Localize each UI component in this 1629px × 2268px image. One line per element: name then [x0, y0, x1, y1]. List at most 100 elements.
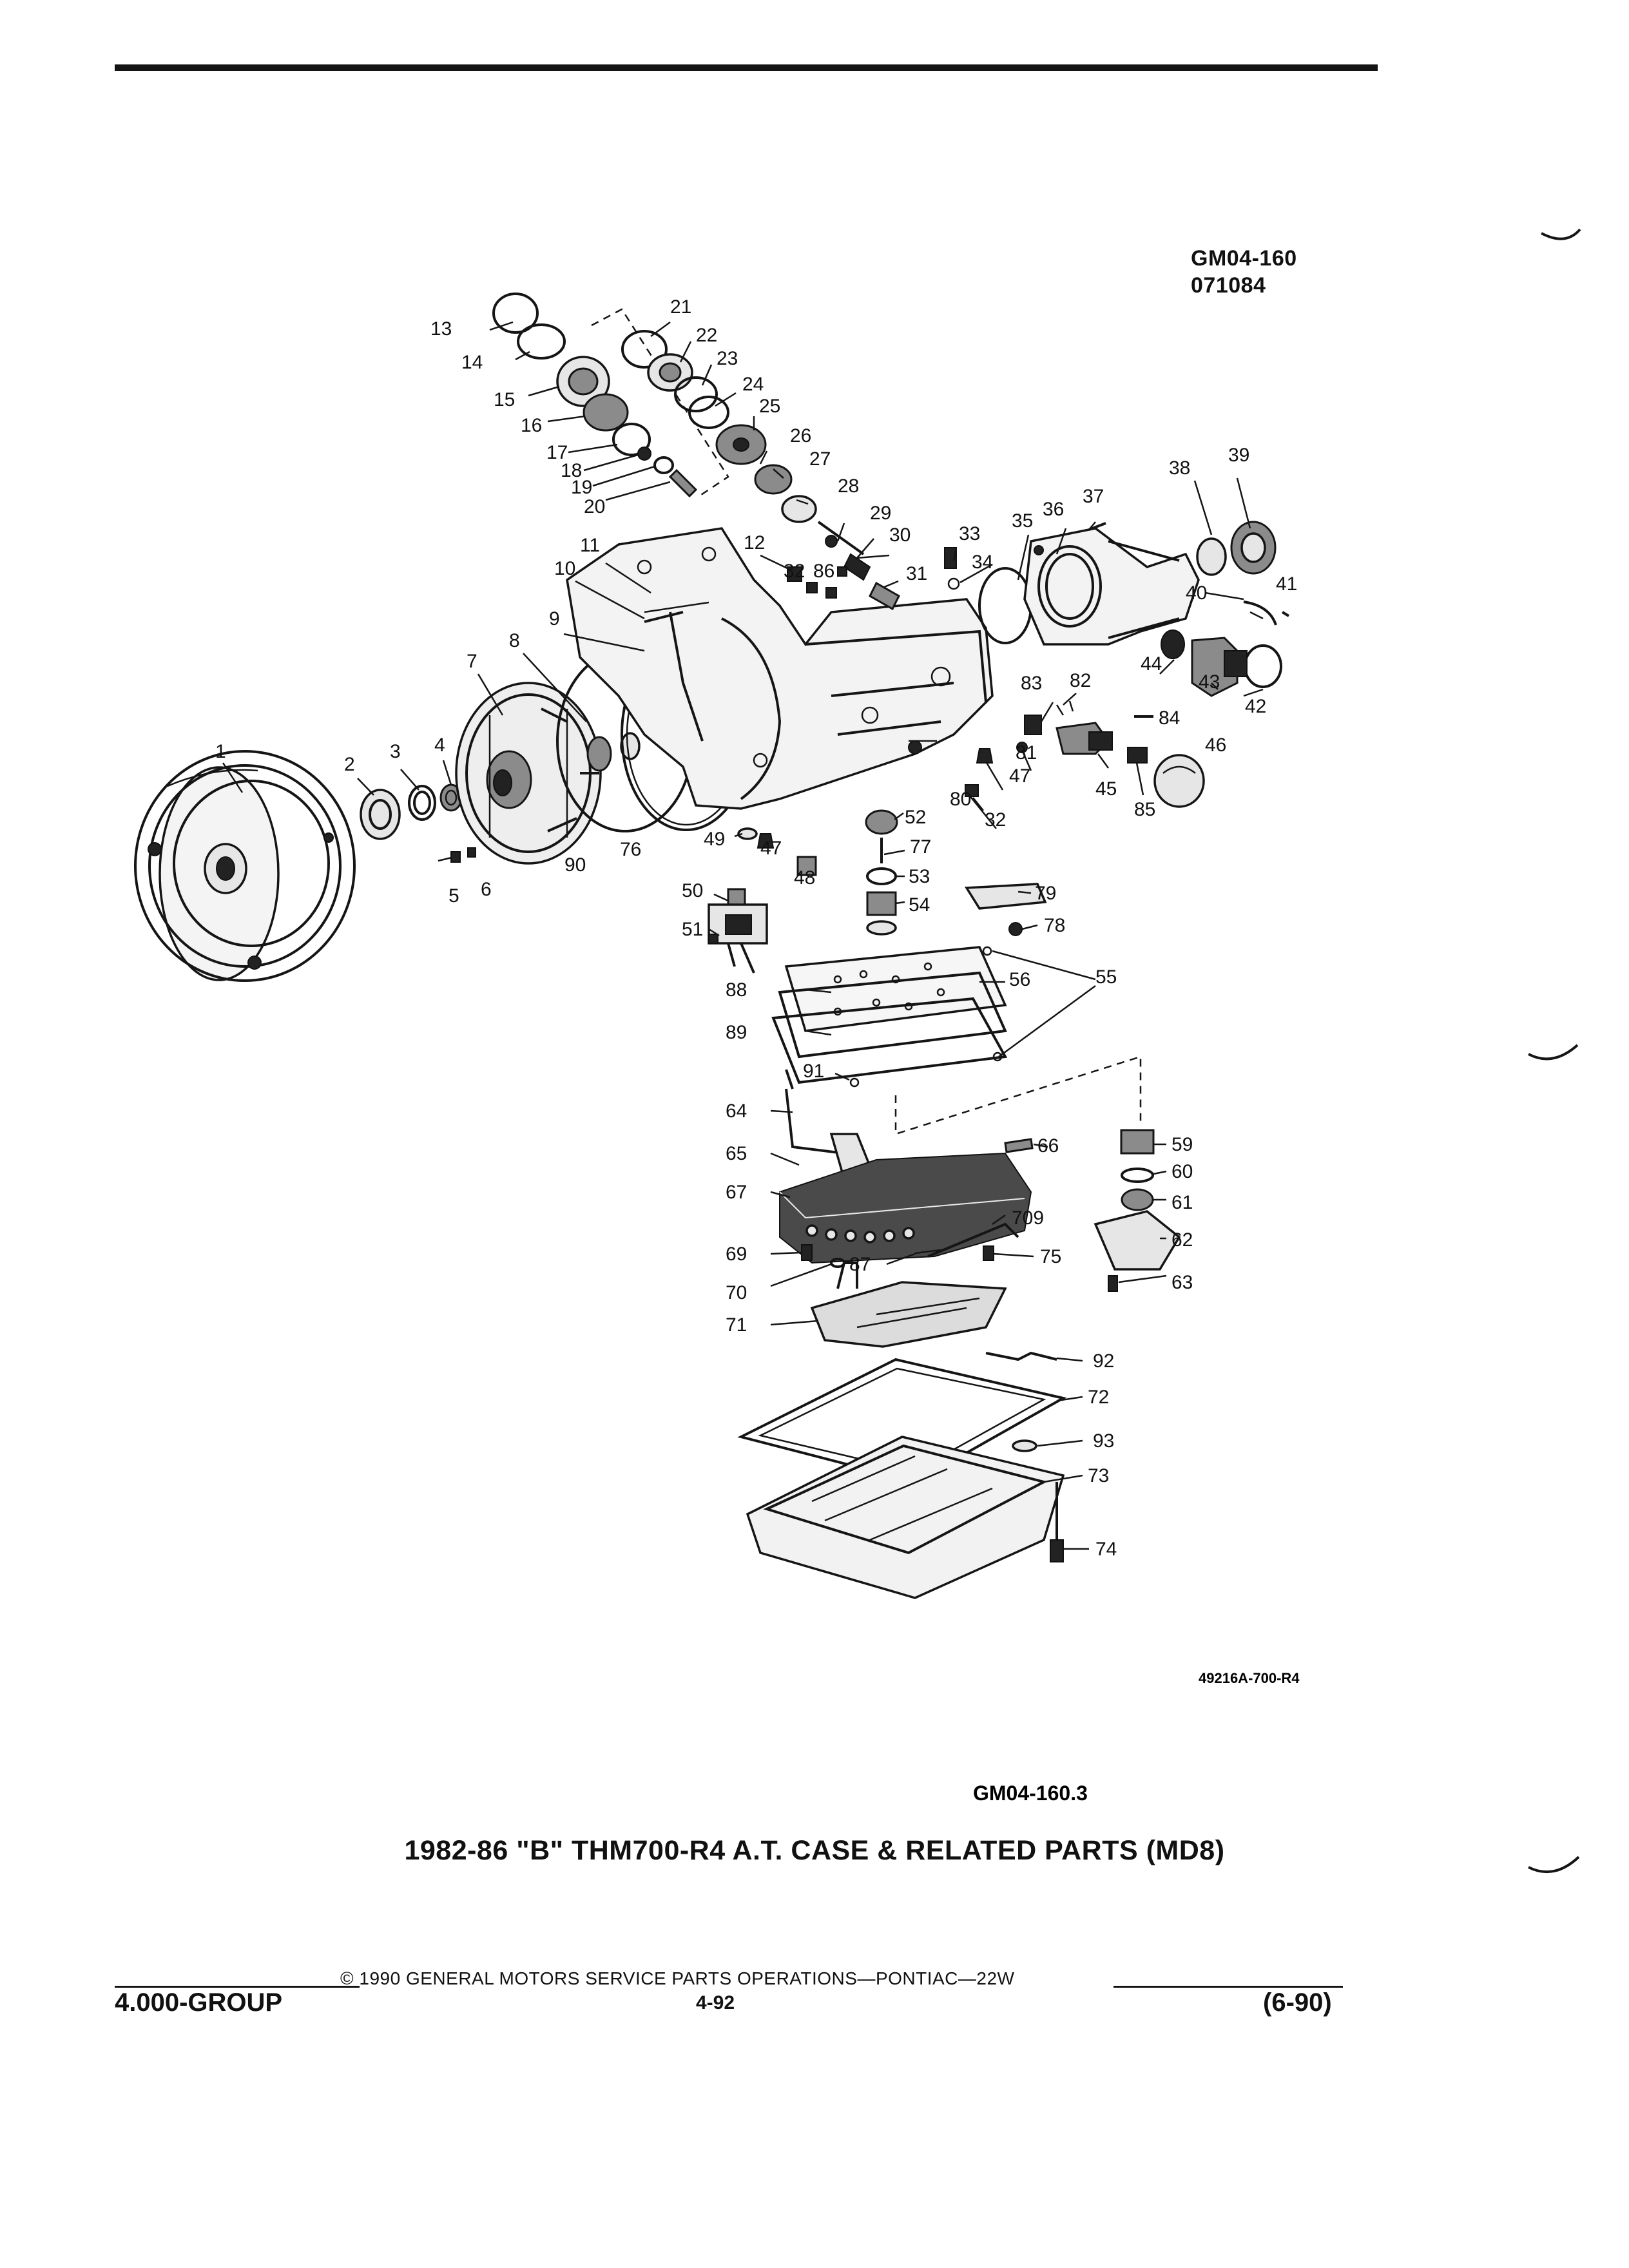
callout-44: 44 [1141, 653, 1162, 675]
callout-87: 87 [849, 1254, 871, 1275]
valve-body-pin [1004, 1138, 1034, 1153]
callout-49: 49 [704, 829, 725, 850]
callout-71: 71 [726, 1314, 747, 1336]
callout-8: 8 [509, 630, 520, 651]
callout-53: 53 [909, 866, 930, 887]
callout-38: 38 [1169, 457, 1190, 479]
footer-revision: (6-90) [1263, 1988, 1332, 2017]
case-seal-49 [737, 827, 758, 840]
callout-32-lower: 32 [985, 809, 1006, 831]
callout-709: 709 [1012, 1207, 1044, 1229]
footer-page-number: 4-92 [696, 1992, 735, 2013]
margin-mark-3 [1528, 1856, 1580, 1874]
callout-75: 75 [1040, 1246, 1061, 1267]
callout-22: 22 [696, 325, 717, 346]
pan-bolt [1050, 1482, 1064, 1562]
callout-64: 64 [726, 1100, 747, 1122]
callout-56: 56 [1009, 969, 1030, 990]
callout-65: 65 [726, 1143, 747, 1164]
top-rule [115, 64, 1378, 71]
callout-43: 43 [1199, 671, 1220, 693]
callout-41: 41 [1276, 573, 1297, 595]
callout-92: 92 [1093, 1350, 1114, 1372]
valve-body-bracket [927, 1222, 1019, 1261]
callout-15: 15 [494, 389, 515, 410]
callout-55: 55 [1095, 966, 1117, 988]
callout-25: 25 [759, 396, 780, 417]
margin-mark-2 [1528, 1044, 1579, 1061]
callout-9: 9 [549, 608, 560, 629]
callout-46: 46 [1205, 735, 1226, 756]
figure-reference: GM04-160.3 [973, 1782, 1088, 1805]
pump-washers [586, 732, 641, 772]
accumulator-cover-stack [1094, 1129, 1181, 1292]
leader-55 [992, 950, 1096, 1058]
callout-47-left: 47 [760, 838, 782, 859]
callout-84: 84 [1159, 707, 1180, 729]
callout-93: 93 [1093, 1430, 1114, 1452]
callout-10: 10 [554, 558, 575, 579]
callout-82: 82 [1070, 670, 1091, 691]
callout-21: 21 [670, 296, 691, 318]
callout-7: 7 [467, 651, 477, 672]
callout-80: 80 [950, 789, 971, 810]
callout-54: 54 [909, 894, 930, 916]
callout-32-top: 32 [784, 561, 805, 582]
extension-bolt [1088, 522, 1106, 531]
callout-17: 17 [546, 442, 568, 463]
rear-seals [1196, 521, 1277, 576]
callout-18: 18 [561, 460, 582, 481]
callout-20: 20 [584, 496, 605, 517]
callout-78: 78 [1044, 915, 1065, 936]
drawing-id: 49216A-700-R4 [1199, 1670, 1300, 1686]
retaining-clip [1243, 601, 1290, 626]
callout-16: 16 [521, 415, 542, 436]
callout-83: 83 [1021, 673, 1042, 694]
callout-19: 19 [571, 477, 592, 498]
callout-79: 79 [1035, 883, 1056, 904]
rear-cap [1153, 754, 1205, 808]
callout-23: 23 [717, 348, 738, 369]
extension-housing [1023, 527, 1200, 646]
callout-27: 27 [809, 448, 831, 470]
callout-77: 77 [910, 836, 931, 858]
case-stud [644, 611, 684, 623]
upper-right-seal-stack [621, 330, 900, 611]
callout-45: 45 [1095, 778, 1117, 800]
footer-rule-left [115, 1986, 360, 1988]
callout-70: 70 [726, 1282, 747, 1303]
detent-plate [964, 883, 1047, 936]
callout-74: 74 [1095, 1539, 1117, 1560]
callout-28: 28 [838, 476, 859, 497]
callout-91: 91 [803, 1061, 824, 1082]
callout-11: 11 [580, 535, 600, 556]
callout-2: 2 [344, 754, 355, 775]
callout-26: 26 [790, 425, 811, 447]
callout-50: 50 [682, 880, 703, 901]
pan-washer [1012, 1439, 1037, 1452]
callout-40: 40 [1186, 582, 1207, 604]
footer-copyright: © 1990 GENERAL MOTORS SERVICE PARTS OPER… [340, 1968, 1015, 1988]
figure-code: GM04-160 [1191, 246, 1297, 271]
callout-12: 12 [744, 532, 765, 553]
dashed-connector [894, 1055, 1142, 1135]
callout-4: 4 [434, 735, 445, 756]
callout-6: 6 [481, 879, 492, 900]
front-pump-seal-rings [360, 783, 463, 840]
pressure-switch-assembly [1024, 700, 1153, 764]
callout-76: 76 [620, 839, 641, 860]
figure-date: 071084 [1191, 273, 1266, 298]
footer-group: 4.000-GROUP [115, 1988, 283, 2017]
callout-62: 62 [1171, 1229, 1193, 1251]
callout-61: 61 [1171, 1192, 1193, 1213]
callout-63: 63 [1171, 1272, 1193, 1293]
callout-90: 90 [564, 854, 586, 876]
callout-59: 59 [1171, 1134, 1193, 1155]
upper-left-seal-stack [492, 293, 698, 498]
callout-69: 69 [726, 1244, 747, 1265]
callout-30: 30 [889, 524, 911, 546]
margin-mark-1 [1541, 228, 1581, 240]
callout-3: 3 [390, 741, 401, 762]
torque-converter [134, 750, 356, 982]
